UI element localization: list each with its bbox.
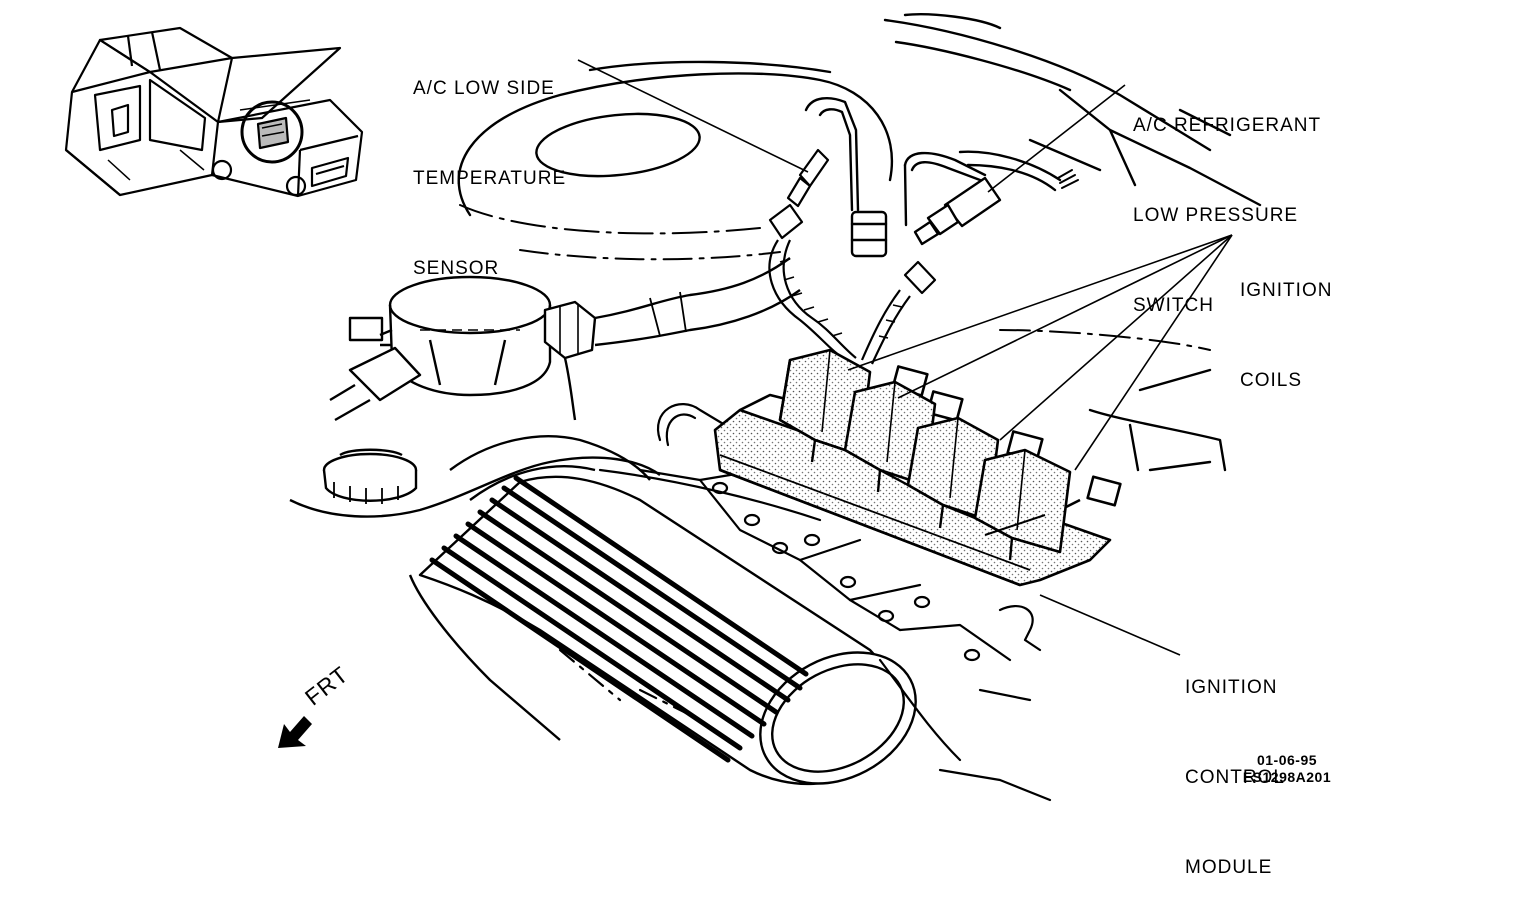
leader-lines bbox=[577, 59, 1233, 656]
engine-bay-outline bbox=[457, 13, 1262, 472]
drawing-code: ES1298A201 bbox=[1242, 769, 1332, 785]
locator-car-illustration bbox=[64, 26, 364, 198]
air-intake-assembly bbox=[329, 257, 801, 422]
drawing-stamp: 01-06-95 ES1298A201 bbox=[1232, 752, 1342, 786]
drawing-date: 01-06-95 bbox=[1256, 752, 1318, 768]
temperature-sensor-wiring bbox=[768, 148, 937, 365]
label-ac-low-side-temperature-sensor: A/C LOW SIDE TEMPERATURE SENSOR bbox=[413, 78, 567, 279]
coil-ledges bbox=[779, 418, 1061, 561]
engine-diagram bbox=[64, 13, 1262, 802]
plenum-cooling-ribs bbox=[429, 475, 809, 763]
ac-refrigerant-lines bbox=[804, 97, 1079, 258]
oil-filler-cap bbox=[322, 448, 418, 504]
label-ac-refrigerant-low-pressure-switch: A/C REFRIGERANT LOW PRESSURE SWITCH bbox=[1133, 115, 1322, 316]
front-direction-arrow-icon bbox=[278, 716, 312, 748]
label-ignition-coils: IGNITION COILS bbox=[1240, 280, 1333, 391]
